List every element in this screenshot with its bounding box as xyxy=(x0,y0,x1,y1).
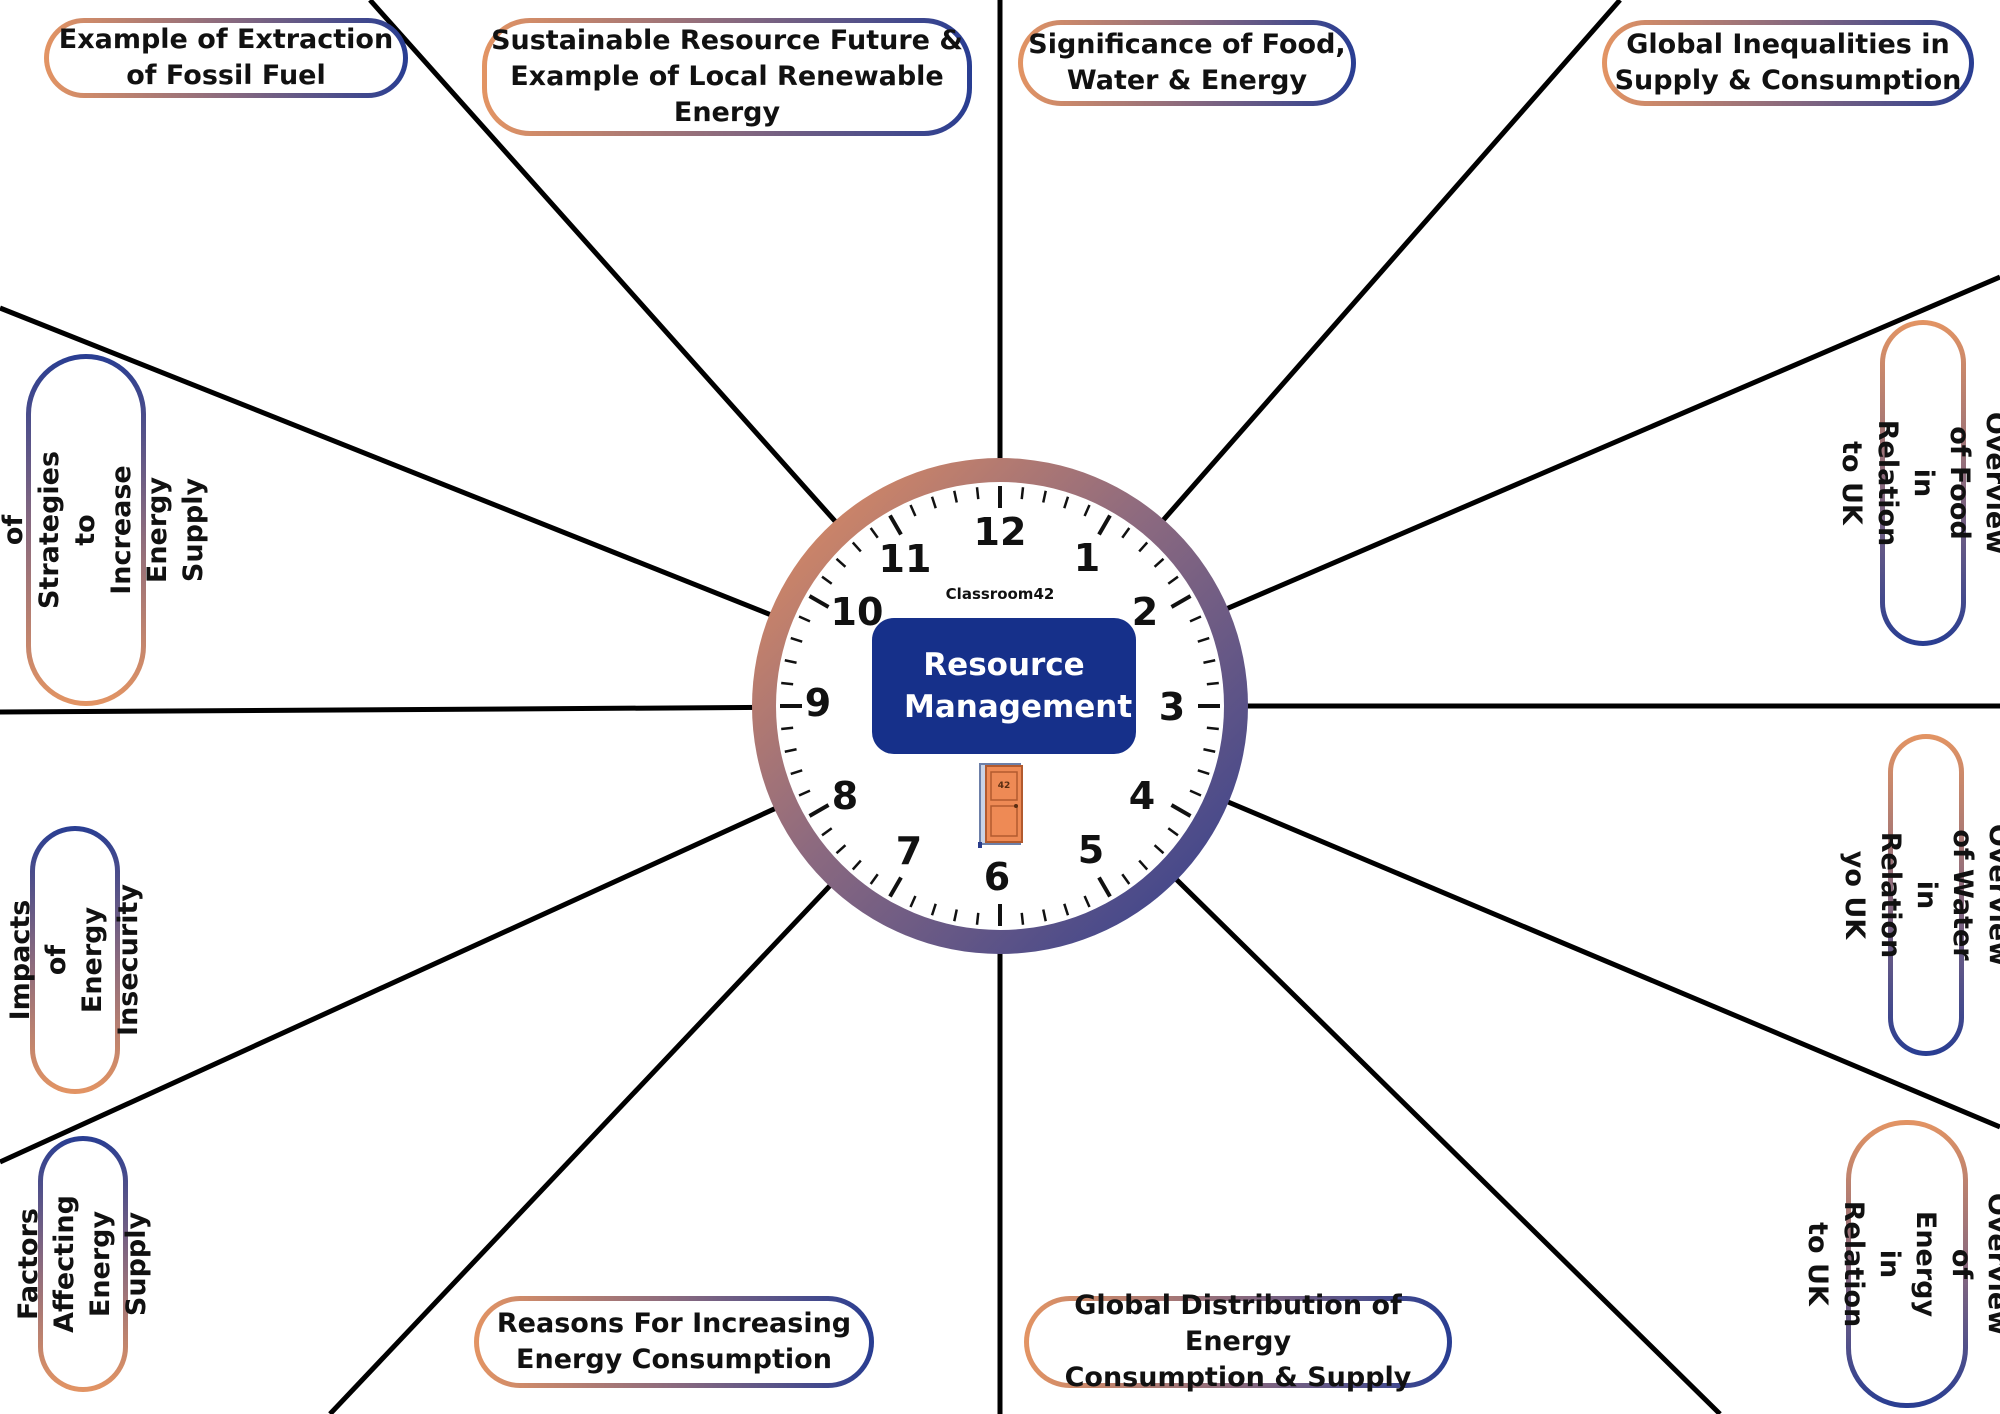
clock-minor-tick xyxy=(869,873,879,885)
clock-number-3: 3 xyxy=(1158,685,1186,729)
topic-label: Overview of Strategies to Increase Energ… xyxy=(0,450,210,610)
clock-minor-tick xyxy=(1197,769,1210,776)
clock-minor-tick xyxy=(1203,659,1216,664)
topic-label: Global Distribution of Energy Consumptio… xyxy=(1064,1290,1412,1393)
clock-minor-tick xyxy=(1167,575,1179,585)
clock-number-10: 10 xyxy=(830,590,884,634)
topic-sustainable-future: Sustainable Resource Future & Example of… xyxy=(482,18,972,136)
clock-minor-tick xyxy=(851,541,862,553)
clock-minor-tick xyxy=(835,844,847,855)
topic-label: Impacts of Energy Insecurity xyxy=(5,884,145,1036)
clock-minor-tick xyxy=(909,504,917,517)
topic-label: Global Inequalities in Supply & Consumpt… xyxy=(1614,29,1962,96)
clock-number-9: 9 xyxy=(804,681,832,725)
topic-label: Overview of Water in Relation yo UK xyxy=(1839,823,2000,967)
topic-label: Example of Extraction of Fossil Fuel xyxy=(58,24,394,91)
topic-impacts: Impacts of Energy Insecurity xyxy=(5,826,144,1094)
clock-major-tick xyxy=(808,803,830,818)
clock-number-7: 7 xyxy=(895,829,923,873)
clock-minor-tick xyxy=(1138,859,1149,871)
clock-minor-tick xyxy=(975,487,980,500)
clock-minor-tick xyxy=(1020,487,1025,500)
clock-minor-tick xyxy=(953,909,958,922)
clock-major-tick xyxy=(1170,803,1192,818)
clock-minor-tick xyxy=(798,615,811,623)
clock-minor-tick xyxy=(851,859,862,871)
brand-label: Classroom42 xyxy=(945,585,1055,603)
clock-minor-tick xyxy=(798,789,811,797)
clock-major-tick xyxy=(1097,876,1112,898)
topic-reasons-increasing: Reasons For Increasing Energy Consumptio… xyxy=(474,1296,874,1388)
topic-energy-uk: Overview of Energy in Relation to UK xyxy=(1802,1120,2000,1408)
clock-minor-tick xyxy=(869,527,879,539)
clock-minor-tick xyxy=(1206,681,1219,686)
clock-minor-tick xyxy=(821,575,833,585)
topic-significance: Significance of Food, Water & Energy xyxy=(1018,20,1356,106)
clock-number-1: 1 xyxy=(1073,536,1101,580)
clock-minor-tick xyxy=(784,659,797,664)
clock-minor-tick xyxy=(784,748,797,753)
clock-minor-tick xyxy=(1153,844,1165,855)
clock-minor-tick xyxy=(909,895,917,908)
clock-minor-tick xyxy=(1042,490,1047,503)
clock-minor-tick xyxy=(1121,873,1131,885)
door-icon: 42 xyxy=(978,763,1023,848)
topic-label: Reasons For Increasing Energy Consumptio… xyxy=(496,1308,852,1375)
clock-minor-tick xyxy=(1189,789,1202,797)
clock-number-6: 6 xyxy=(983,855,1011,899)
clock-minor-tick xyxy=(953,490,958,503)
clock-minor-tick xyxy=(930,903,937,916)
topic-water-uk: Overview of Water in Relation yo UK xyxy=(1839,734,2000,1056)
clock-minor-tick xyxy=(1063,903,1070,916)
clock-minor-tick xyxy=(781,681,794,686)
topic-fossil-fuel: Example of Extraction of Fossil Fuel xyxy=(44,18,408,98)
clock-minor-tick xyxy=(1020,912,1025,925)
clock-number-2: 2 xyxy=(1131,590,1159,634)
topic-factors: Factors Affecting Energy Supply xyxy=(13,1136,152,1392)
central-title-box: Resource Management xyxy=(872,618,1136,754)
clock-minor-tick xyxy=(1121,527,1131,539)
central-title: Resource Management xyxy=(904,647,1133,725)
topic-label: Significance of Food, Water & Energy xyxy=(1028,29,1346,96)
clock-minor-tick xyxy=(1138,541,1149,553)
clock-minor-tick xyxy=(930,496,937,509)
clock-number-4: 4 xyxy=(1128,774,1156,818)
clock-minor-tick xyxy=(781,726,794,731)
clock-minor-tick xyxy=(1197,636,1210,643)
clock-minor-tick xyxy=(1083,895,1091,908)
clock-number-11: 11 xyxy=(878,537,932,581)
clock-minor-tick xyxy=(1189,615,1202,623)
door-number: 42 xyxy=(998,781,1011,791)
clock-number-8: 8 xyxy=(831,774,859,818)
clock-major-tick xyxy=(1097,514,1112,536)
topic-strategies: Overview of Strategies to Increase Energ… xyxy=(0,354,209,706)
clock-minor-tick xyxy=(1153,557,1165,568)
clock-major-tick xyxy=(888,514,903,536)
topic-label: Factors Affecting Energy Supply xyxy=(13,1195,152,1333)
clock-number-12: 12 xyxy=(973,510,1027,554)
clock-ticks xyxy=(780,486,1220,926)
topic-label: Overview of Energy in Relation to UK xyxy=(1802,1192,2000,1336)
clock-minor-tick xyxy=(1083,504,1091,517)
topic-food-uk: Overview of Food in Relation to UK xyxy=(1836,320,2000,646)
clock-minor-tick xyxy=(821,827,833,837)
topic-global-distribution: Global Distribution of Energy Consumptio… xyxy=(1024,1290,1452,1393)
clock-minor-tick xyxy=(790,636,803,643)
topic-global-inequalities: Global Inequalities in Supply & Consumpt… xyxy=(1602,20,1974,106)
clock-minor-tick xyxy=(1167,827,1179,837)
clock-major-tick xyxy=(1170,594,1192,609)
clock-minor-tick xyxy=(1042,909,1047,922)
clock-minor-tick xyxy=(1203,748,1216,753)
clock-minor-tick xyxy=(975,912,980,925)
clock-major-tick xyxy=(808,594,830,609)
clock-minor-tick xyxy=(835,557,847,568)
clock-major-tick xyxy=(888,876,903,898)
clock-minor-tick xyxy=(790,769,803,776)
clock-number-5: 5 xyxy=(1077,828,1105,872)
clock-minor-tick xyxy=(1063,496,1070,509)
topic-label: Overview of Food in Relation to UK xyxy=(1836,411,2000,555)
clock-minor-tick xyxy=(1206,726,1219,731)
topic-label: Sustainable Resource Future & Example of… xyxy=(491,25,963,128)
